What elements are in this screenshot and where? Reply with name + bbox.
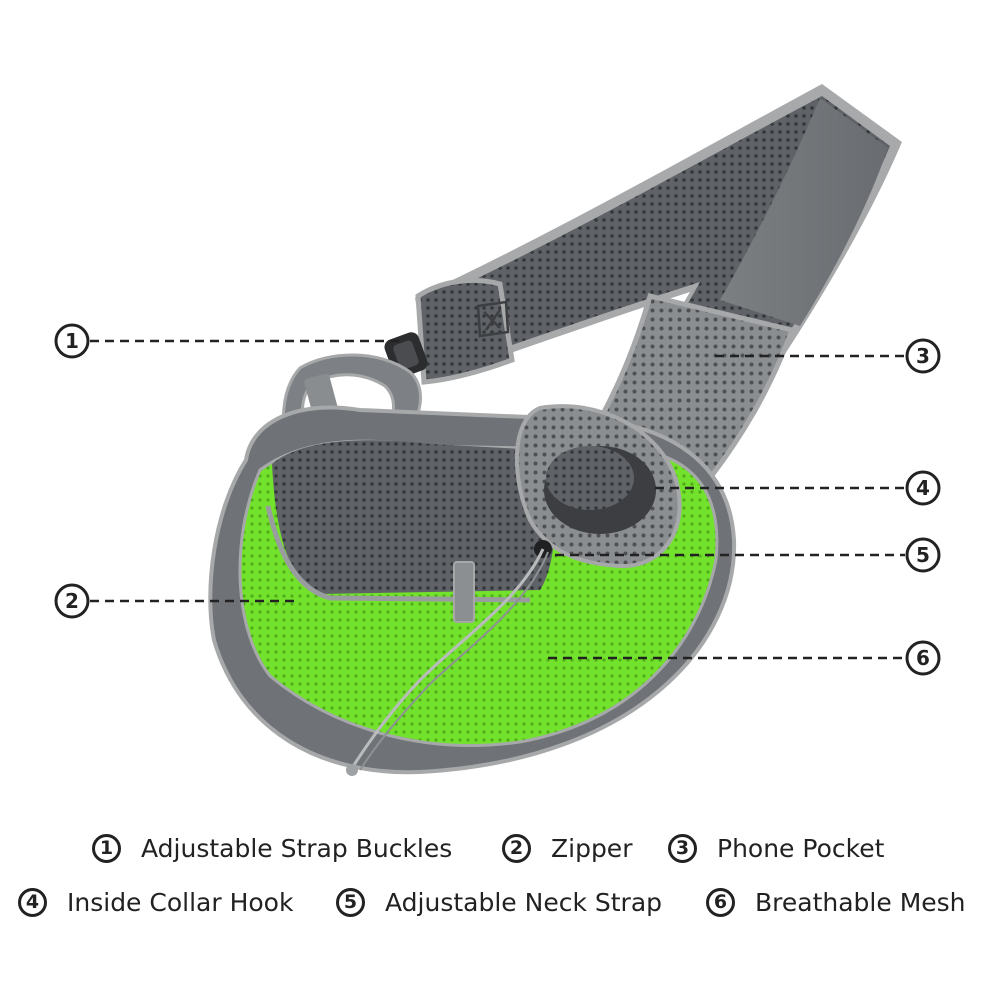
callout-marker-2: 2 — [54, 583, 90, 619]
legend-item-4: 4 Inside Collar Hook — [18, 880, 293, 924]
callout-markers: 1 2 3 4 5 6 — [54, 323, 941, 676]
callout-marker-3-number: 3 — [916, 344, 930, 368]
legend-label-4: Inside Collar Hook — [67, 887, 294, 917]
strap-end-tab — [415, 277, 515, 385]
strap-back-panel — [720, 98, 888, 326]
callout-marker-2-number: 2 — [65, 589, 79, 613]
callout-lines — [90, 339, 905, 660]
neck-strap-cord — [350, 548, 545, 769]
legend-number-5: 5 — [336, 887, 365, 917]
legend-item-3: 3 Phone Pocket — [668, 826, 884, 870]
callout-marker-5: 5 — [905, 537, 941, 573]
legend-number-1: 1 — [92, 833, 121, 863]
legend-number-4: 4 — [18, 887, 47, 917]
legend-number-3: 3 — [668, 833, 697, 863]
shoulder-strap-inner — [424, 96, 890, 464]
legend-label-3: Phone Pocket — [717, 833, 885, 863]
legend-label-2: Zipper — [551, 833, 633, 863]
legend-label-6: Breathable Mesh — [755, 887, 966, 917]
callout-marker-1: 1 — [54, 323, 90, 359]
inner-mesh-opening — [272, 440, 555, 594]
zipper-pull-tab — [453, 561, 475, 623]
carrier-illustration — [208, 84, 902, 776]
legend-item-6: 6 Breathable Mesh — [706, 880, 966, 924]
collar-inner-mesh — [546, 446, 634, 510]
zipper-seam — [265, 505, 531, 603]
callout-marker-3: 3 — [905, 338, 941, 374]
neck-strap-cord-2 — [359, 551, 549, 771]
legend-number-6: 6 — [706, 887, 735, 917]
legend-number-2: 2 — [502, 833, 531, 863]
legend-item-2: 2 Zipper — [502, 826, 632, 870]
legend-row-1: 1 Adjustable Strap Buckles 2 Zipper 3 Ph… — [0, 826, 1000, 870]
callout-marker-4-number: 4 — [916, 476, 930, 500]
legend-item-1: 1 Adjustable Strap Buckles — [92, 826, 452, 870]
legend-row-2: 4 Inside Collar Hook 5 Adjustable Neck S… — [0, 880, 1000, 924]
callout-marker-4: 4 — [905, 470, 941, 506]
brand-logo-icon — [476, 300, 510, 338]
callout-marker-1-number: 1 — [65, 329, 79, 353]
cord-end-icon — [346, 764, 358, 776]
callout-marker-6: 6 — [905, 640, 941, 676]
callout-marker-5-number: 5 — [916, 543, 930, 567]
legend-item-5: 5 Adjustable Neck Strap — [336, 880, 662, 924]
legend-label-1: Adjustable Strap Buckles — [141, 833, 453, 863]
legend-label-5: Adjustable Neck Strap — [385, 887, 663, 917]
callout-marker-6-number: 6 — [916, 646, 930, 670]
